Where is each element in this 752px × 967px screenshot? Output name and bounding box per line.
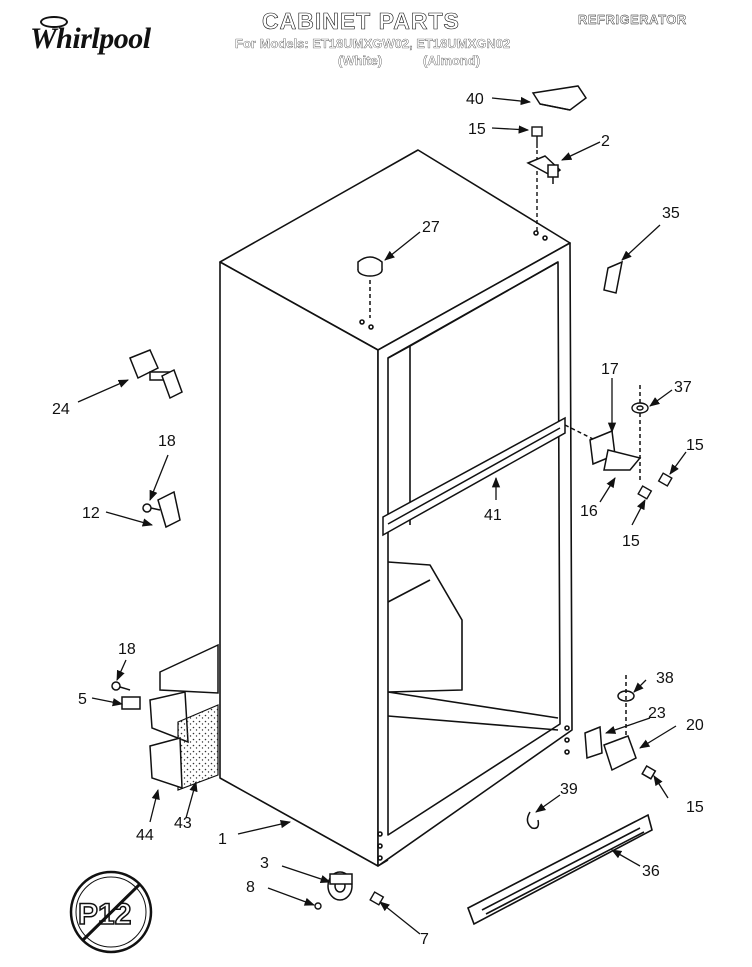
callout-23: 23 <box>648 705 666 722</box>
callout-36: 36 <box>642 863 660 880</box>
part-screw-top <box>531 126 543 232</box>
part-top-hinge <box>526 155 562 184</box>
callout-43: 43 <box>174 815 192 832</box>
part-screw-8 <box>314 902 322 910</box>
callout-20: 20 <box>686 717 704 734</box>
page-title: CABINET PARTS <box>262 8 460 35</box>
callout-1: 1 <box>218 831 227 848</box>
stamp-text: P12 <box>78 898 131 931</box>
logo-swoosh-icon <box>40 16 68 28</box>
callout-44: 44 <box>136 827 154 844</box>
callout-15-bottom: 15 <box>686 799 704 816</box>
callout-41: 41 <box>484 507 502 524</box>
callout-8: 8 <box>246 879 255 896</box>
divider-rail <box>382 416 616 537</box>
callout-27: 27 <box>422 219 440 236</box>
callout-15-right: 15 <box>686 437 704 454</box>
callout-2: 2 <box>601 133 610 150</box>
callout-37: 37 <box>674 379 692 396</box>
callout-18-upper: 18 <box>158 433 176 450</box>
part-handle-24 <box>129 349 183 400</box>
part-bracket-35 <box>603 260 624 294</box>
part-bracket-44 <box>149 737 183 790</box>
part-top-plug <box>357 256 383 318</box>
callout-numbers: 40 15 2 27 35 24 18 12 17 37 15 16 15 41… <box>52 91 704 948</box>
appliance-category: REFRIGERATOR <box>578 12 687 27</box>
part-hinge-17 <box>589 385 642 480</box>
part-clip-39 <box>526 811 540 830</box>
callout-16: 16 <box>580 503 598 520</box>
cabinet-body <box>219 149 573 867</box>
callout-40: 40 <box>466 91 484 108</box>
models-line: For Models: ET18UMXGW02, ET18UMXGN02 <box>235 36 511 51</box>
variant-white: (White) <box>338 53 383 68</box>
callout-38: 38 <box>656 670 674 687</box>
part-screws-right <box>637 472 673 500</box>
callout-5: 5 <box>78 691 87 708</box>
stamp-badge: P12 <box>69 870 153 954</box>
callout-39: 39 <box>560 781 578 798</box>
part-grille-36 <box>467 813 653 926</box>
part-washer-37 <box>631 402 649 414</box>
callout-35: 35 <box>662 205 680 222</box>
callout-7: 7 <box>420 931 429 948</box>
callout-12: 12 <box>82 505 100 522</box>
callout-24: 24 <box>52 401 70 418</box>
variant-almond: (Almond) <box>423 53 481 68</box>
callout-15-lower: 15 <box>622 533 640 550</box>
part-bracket-12 <box>142 490 181 529</box>
part-lower-hinge-right <box>584 675 657 780</box>
callout-18-lower: 18 <box>118 641 136 658</box>
callout-leaders <box>77 96 687 935</box>
part-roller-3 <box>327 871 353 901</box>
callout-3: 3 <box>260 855 269 872</box>
callout-17: 17 <box>601 361 619 378</box>
callout-15-top: 15 <box>468 121 486 138</box>
part-top-cap <box>531 85 588 111</box>
